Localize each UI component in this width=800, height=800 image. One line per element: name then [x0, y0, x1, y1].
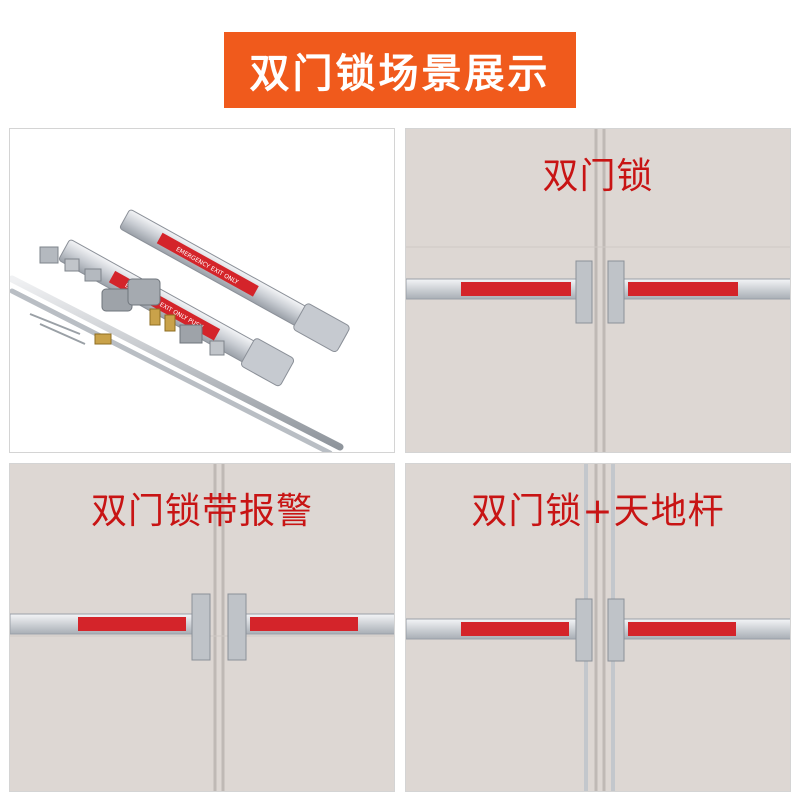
caption-double-door-lock-rods: 双门锁+天地杆 — [471, 491, 725, 532]
door-scene — [10, 464, 394, 791]
caption-double-door-lock-alarm: 双门锁带报警 — [90, 491, 313, 532]
door-scene — [406, 464, 790, 791]
vertical-rods — [10, 275, 344, 452]
page-title: 双门锁场景展示 — [249, 51, 551, 97]
door-scene — [406, 129, 790, 452]
hardware-parts — [29, 246, 225, 356]
caption-double-door-lock: 双门锁 — [542, 156, 654, 197]
panel-double-door-lock-rods: 双门锁+天地杆 — [405, 463, 791, 792]
panel-double-door-lock: 双门锁 — [405, 128, 791, 453]
product-kit-illustration: EMERGENCY EXIT ONLY EMERGENCY EXIT ONLY … — [10, 209, 350, 452]
panel-double-door-lock-alarm: 双门锁带报警 — [9, 463, 395, 792]
panel-product-kit: EMERGENCY EXIT ONLY EMERGENCY EXIT ONLY … — [9, 128, 395, 453]
title-banner: 双门锁场景展示 — [224, 32, 576, 108]
